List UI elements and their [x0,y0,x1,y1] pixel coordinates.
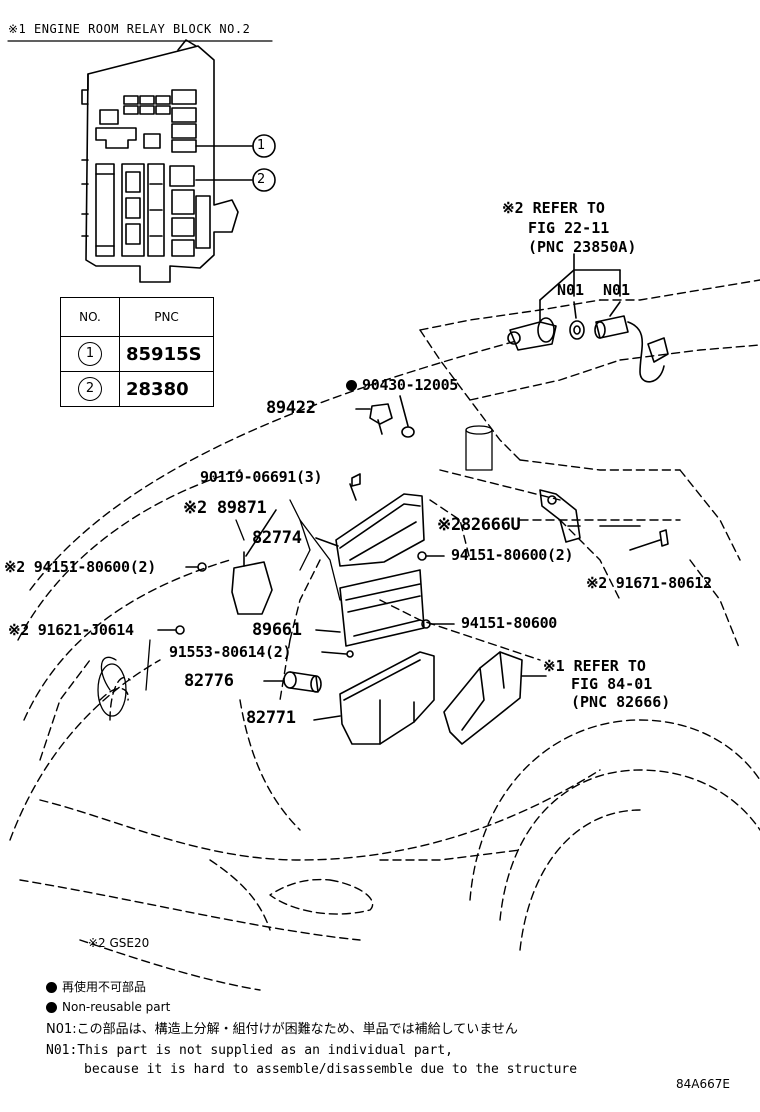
row-pnc: 85915S [119,336,214,372]
row-pnc: 28380 [119,371,214,407]
note-nonreusable-en: Non-reusable part [46,1001,170,1013]
sensor-89422 [355,395,415,438]
row-number: 1 [78,342,102,366]
bolt-91671 [629,529,669,551]
body-panel-lines [97,425,493,717]
part-82776: 82776 [184,671,234,691]
bracket-82771 [313,650,435,745]
non-reusable-dot [46,1002,57,1013]
relay-block-title: ※1 ENGINE ROOM RELAY BLOCK NO.2 [8,22,251,36]
n01-label-left: N01 [557,281,585,299]
non-reusable-dot [46,982,57,993]
sensor-assembly [507,253,669,383]
note-n01-jp: N01:この部品は、構造上分解・組付けが困難なため、単品では補給していません [46,1022,518,1037]
vehicle-body-dashed [9,279,760,991]
part-89661: 89661 [252,620,302,640]
relay-callout-2: 2 [257,172,266,187]
bracket-82666u [539,489,641,543]
note-n01-en-line2: because it is hard to assemble/disassemb… [84,1062,578,1077]
refer-84-line2: FIG 84-01 [571,675,653,693]
bracket-ref-84-01 [443,651,547,745]
refer-22-line3: (PNC 23850A) [528,238,637,256]
pnc-table-header: NO. PNC [60,297,214,337]
part-94151-lower: 94151-80600 [461,614,558,632]
refer-22-line1: ※2 REFER TO [502,199,605,217]
note-gse20: ※2 GSE20 [88,936,150,950]
pnc-table-row: 2 28380 [60,371,214,407]
figure-code: 84A667E [676,1077,730,1091]
n01-label-right: N01 [603,281,631,299]
note-n01-en-line1: N01:This part is not supplied as an indi… [46,1043,453,1058]
part-91671: ※2 91671-80612 [586,574,712,592]
part-82666u: ※282666U [437,515,521,535]
part-90119: 90119-06691(3) [200,468,323,486]
part-89422: 89422 [266,398,316,418]
ecu-89661 [315,551,455,647]
row-number: 2 [78,377,102,401]
header-no: NO. [60,297,120,337]
part-90430: 90430-12005 [346,378,458,393]
part-94151-left: ※2 94151-80600(2) [4,558,156,576]
part-94151-right: 94151-80600(2) [451,546,574,564]
relay-callout-1: 1 [257,138,266,153]
part-91553: 91553-80614(2) [169,643,292,661]
grommet-82776 [263,671,322,693]
bracket-89871 [157,509,277,635]
refer-84-line1: ※1 REFER TO [543,657,646,675]
header-pnc: PNC [119,297,214,337]
refer-84-line3: (PNC 82666) [571,693,671,711]
ecu-cover-82774 [315,473,425,567]
pnc-table: NO. PNC 1 85915S 2 28380 [60,297,214,407]
part-82771: 82771 [246,708,296,728]
refer-22-line2: FIG 22-11 [528,219,610,237]
part-82774: 82774 [252,528,302,548]
part-89871: ※2 89871 [183,498,267,518]
pnc-table-row: 1 85915S [60,336,214,372]
relay-block-drawing [81,39,276,283]
non-reusable-dot [346,380,357,391]
part-91621: ※2 91621-J0614 [8,621,134,639]
note-nonreusable-jp: 再使用不可部品 [46,981,146,993]
